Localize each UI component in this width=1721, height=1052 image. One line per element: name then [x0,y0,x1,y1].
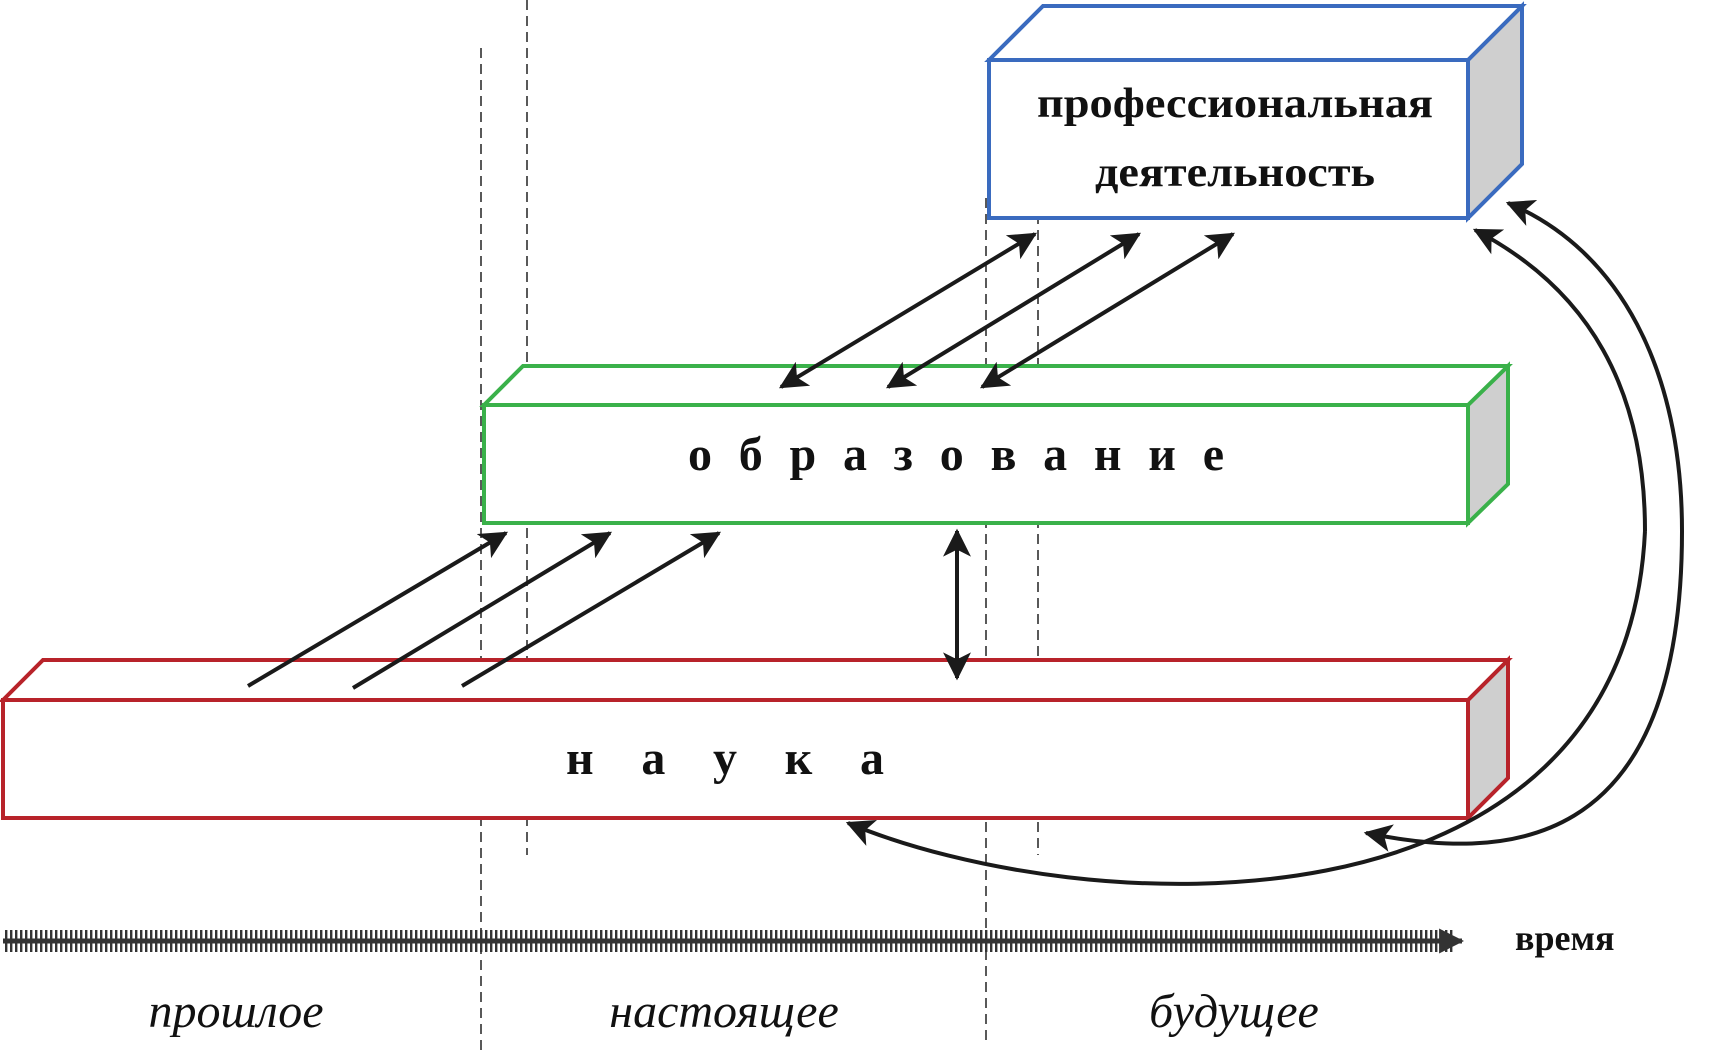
feedback-curves [845,200,1684,886]
period-future-label: будущее [1149,985,1319,1038]
science-to-education-arrows [246,531,722,690]
education-box: о б р а з о в а н и е [479,361,1513,528]
curve-professional-to-science-inner [1363,530,1684,852]
period-past-label: прошлое [148,985,323,1038]
science-box-top [0,658,1513,702]
time-axis-label: время [1515,918,1614,958]
professional-box-front [987,58,1470,220]
science-label: н а у к а [566,732,884,785]
education-box-front [482,403,1470,525]
curve-science-to-professional-inner [1505,200,1684,532]
time-axis: время [3,918,1614,958]
period-separators [480,0,1039,1052]
professional-label-line2: деятельность [1095,150,1375,196]
arrow-science-education-2 [351,531,612,690]
period-labels: прошлое настоящее будущее [148,985,1318,1038]
curve-professional-to-science [845,530,1647,886]
arrow-science-education-1 [246,531,509,688]
science-box: н а у к а [0,655,1513,823]
professional-box-top [984,4,1527,62]
professional-box: профессиональная деятельность [984,1,1527,223]
arrow-science-education-3 [460,531,722,688]
arrow-edu-prof-3 [980,232,1235,389]
education-box-top [479,364,1513,407]
professional-label-line1: профессиональная [1037,81,1433,127]
education-professional-arrows [779,232,1235,389]
science-box-front [1,698,1470,820]
curve-science-to-professional-outer [1472,228,1647,532]
education-label: о б р а з о в а н и е [688,428,1224,481]
period-present-label: настоящее [609,985,839,1038]
